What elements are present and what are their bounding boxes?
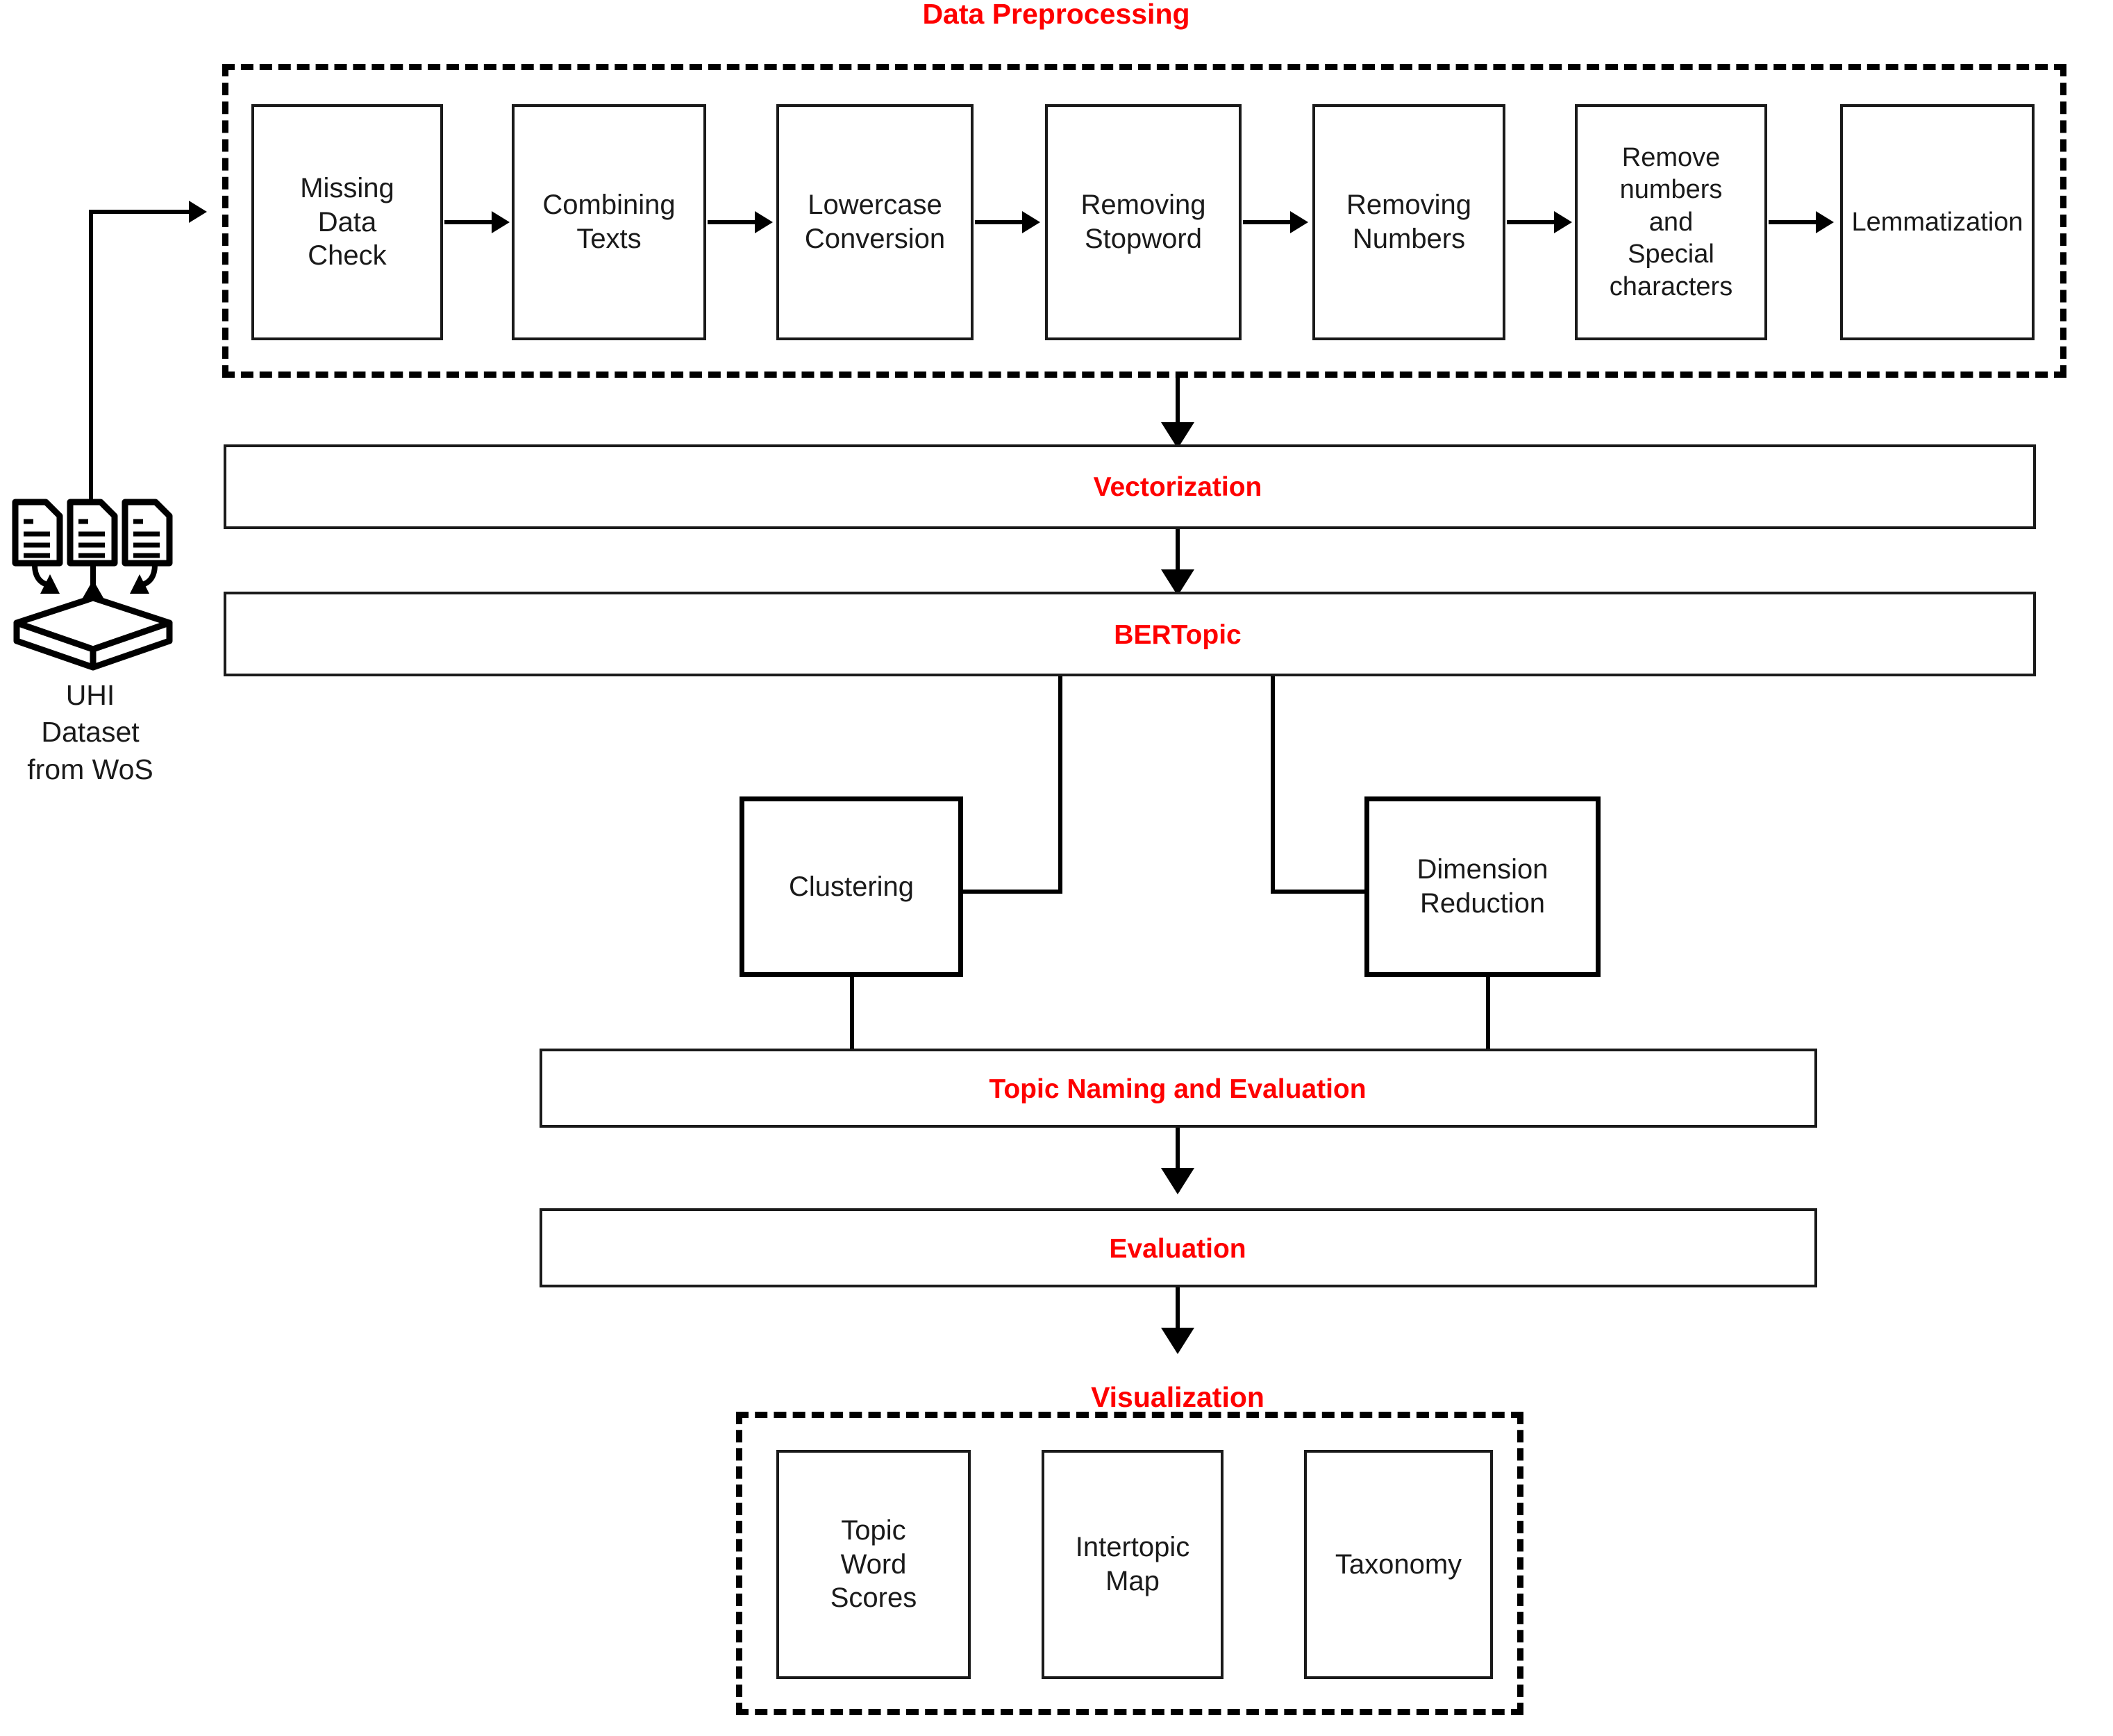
connector-6: [1769, 220, 1817, 224]
arrow-right-6: [1816, 211, 1834, 233]
edge-bertopic-to-dimension-reduction-horizontal: [1271, 890, 1368, 894]
visualization-title: Visualization: [1091, 1381, 1264, 1413]
edge-bertopic-to-clustering-vertical: [1058, 676, 1062, 892]
arrow-right-3: [1022, 211, 1040, 233]
arrow-down-evaluation: [1161, 1168, 1194, 1194]
clustering-label: Clustering: [788, 871, 914, 902]
output-taxonomy[interactable]: Taxonomy: [1304, 1450, 1493, 1679]
arrow-right-1: [492, 211, 510, 233]
source-elbow-vertical: [89, 210, 93, 501]
arrow-down-vectorization: [1161, 422, 1194, 449]
evaluation-label: Evaluation: [1109, 1234, 1246, 1264]
edge-bertopic-to-dimension-reduction-vertical: [1271, 676, 1275, 892]
edge-vectorization-to-bertopic: [1176, 529, 1180, 593]
data-preprocessing-title: Data Preprocessing: [922, 0, 1190, 30]
connector-4: [1243, 220, 1292, 224]
stage-topic-naming-and-evaluation[interactable]: [540, 1049, 1817, 1128]
node-clustering[interactable]: Clustering: [740, 796, 963, 977]
edge-bertopic-to-clustering-horizontal: [961, 890, 1062, 894]
connector-3: [975, 220, 1024, 224]
documents-into-database-icon: [12, 499, 173, 671]
step-lemmatization[interactable]: Lemmatization: [1840, 104, 2035, 340]
arrow-down-bertopic: [1161, 569, 1194, 596]
connector-2: [708, 220, 756, 224]
stage-evaluation[interactable]: [540, 1208, 1817, 1287]
stage-vectorization[interactable]: [224, 444, 2036, 529]
arrow-right-2: [755, 211, 773, 233]
step-label: Lemmatization: [1851, 207, 2023, 237]
source-caption-line-3: from WoS: [27, 753, 153, 785]
stage-bertopic[interactable]: [224, 592, 2036, 676]
source-caption-line-1: UHI: [65, 679, 115, 711]
connector-5: [1507, 220, 1555, 224]
source-caption: UHI Dataset from WoS: [0, 677, 181, 788]
edge-dimension-reduction-to-topic-naming: [1486, 977, 1490, 1050]
arrow-right-5: [1554, 211, 1572, 233]
output-label: Taxonomy: [1335, 1549, 1462, 1580]
arrow-down-visualization: [1161, 1328, 1194, 1354]
edge-clustering-to-topic-naming: [850, 977, 854, 1050]
source-caption-line-2: Dataset: [41, 716, 140, 749]
edge-topic-naming-to-evaluation: [1176, 1128, 1180, 1192]
topic-naming-and-evaluation-label: Topic Naming and Evaluation: [989, 1074, 1367, 1104]
edge-evaluation-to-visualization: [1176, 1287, 1180, 1351]
arrow-into-preprocessing: [189, 201, 207, 223]
bertopic-label: BERTopic: [1114, 620, 1242, 650]
visualization-group: [736, 1412, 1523, 1715]
vectorization-label: Vectorization: [1093, 472, 1262, 502]
connector-1: [444, 220, 493, 224]
edge-preprocessing-to-vectorization: [1176, 378, 1180, 446]
arrow-right-4: [1290, 211, 1308, 233]
data-preprocessing-group: [222, 64, 2066, 378]
source-elbow-horizontal: [89, 210, 193, 214]
